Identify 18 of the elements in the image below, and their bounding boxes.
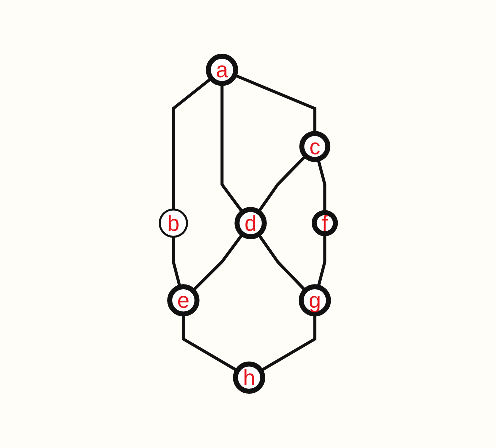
connector <box>260 314 317 372</box>
connector <box>172 237 182 288</box>
connector <box>317 158 327 213</box>
node-circle: g <box>299 284 332 317</box>
connector <box>317 234 327 288</box>
connector <box>172 77 213 210</box>
connector <box>258 155 308 214</box>
node-circle: d <box>234 207 268 240</box>
node-circle: a <box>206 54 239 86</box>
node-circle: f <box>312 210 338 236</box>
connector <box>192 233 244 292</box>
connector <box>220 84 244 214</box>
node-circle: e <box>168 284 200 317</box>
node-circle: b <box>159 208 188 238</box>
connector <box>258 234 307 292</box>
connector <box>182 314 239 372</box>
node-circle: c <box>300 131 331 162</box>
node-circle: h <box>233 362 266 394</box>
